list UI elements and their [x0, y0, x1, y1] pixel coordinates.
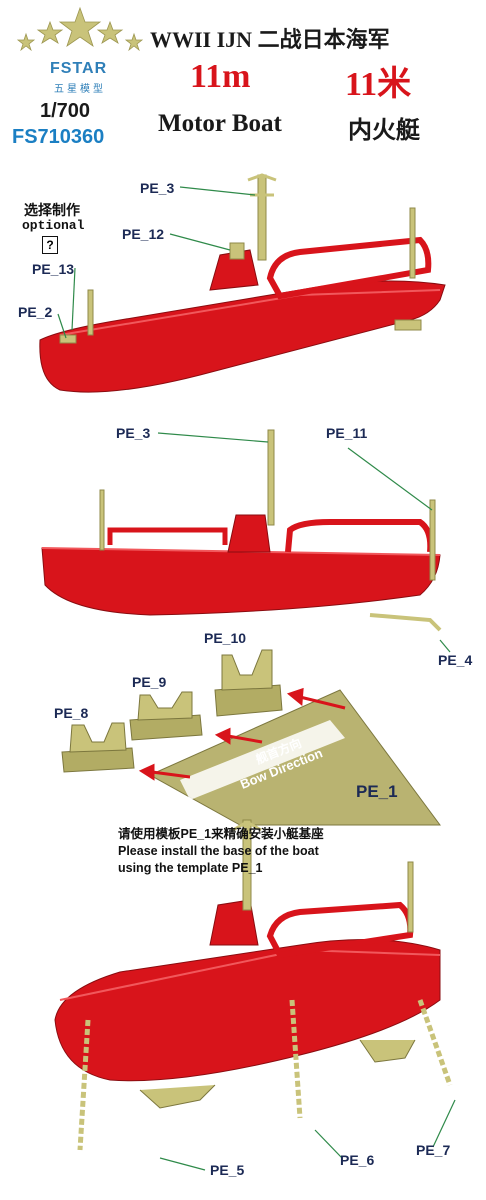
product-size-en: 11m	[190, 58, 251, 95]
label-pe4: PE_4	[438, 652, 473, 668]
optional-label-en: optional	[22, 218, 85, 233]
boat-2-hull	[41, 547, 441, 616]
product-scale: 1/700	[40, 100, 91, 122]
boat-1-leaders	[57, 186, 256, 339]
label-pe6: PE_6	[340, 1152, 375, 1168]
boat-2	[41, 429, 442, 632]
product-name-cn: 内火艇	[348, 118, 420, 144]
boat-2-canopy	[285, 519, 434, 553]
boat-2-leaders	[157, 432, 451, 653]
product-size-cn: 11米	[345, 66, 412, 103]
label-pe7: PE_7	[416, 1142, 451, 1158]
direction-arrows	[138, 687, 346, 781]
label-pe3-mid: PE_3	[116, 425, 151, 441]
install-instructions-en-1: Please install the base of the boat	[118, 844, 319, 858]
boat-1	[39, 173, 446, 393]
label-pe13: PE_13	[32, 261, 75, 277]
boat-3-leaders	[159, 1099, 456, 1171]
product-title: WWII IJN 二战日本海军	[150, 27, 390, 52]
install-instructions-en-2: using the template PE_1	[118, 861, 263, 875]
product-name-en: Motor Boat	[158, 110, 282, 137]
label-pe9: PE_9	[132, 674, 167, 690]
label-pe8: PE_8	[54, 705, 89, 721]
optional-mark-icon: ?	[42, 236, 58, 254]
label-pe1: PE_1	[356, 782, 398, 801]
label-pe11: PE_11	[326, 425, 368, 441]
label-pe3-top: PE_3	[140, 180, 175, 196]
brand-name-cn: 五星模型	[54, 84, 106, 95]
label-pe10: PE_10	[204, 630, 247, 646]
boat-1-mast	[257, 174, 267, 261]
boat-3-mast	[242, 819, 252, 911]
optional-label-cn: 选择制作	[24, 202, 80, 218]
base-pe9	[129, 691, 203, 741]
boat-3-hull	[54, 939, 441, 1082]
boat-2-cabin	[227, 514, 271, 553]
boat-1-canopy	[266, 236, 432, 300]
boat-3	[54, 819, 453, 1151]
template-pe1	[148, 689, 441, 826]
install-instructions-cn: 请使用模板PE_1来精确安装小艇基座	[118, 827, 324, 841]
label-pe2: PE_2	[18, 304, 53, 320]
brand-name: FSTAR	[50, 60, 108, 77]
product-code: FS710360	[12, 126, 105, 148]
base-pe8	[61, 722, 135, 773]
boat-1-cabin	[209, 249, 259, 291]
install-instructions: 请使用模板PE_1来精确安装小艇基座 Please install the ba…	[118, 826, 478, 877]
brand-stars-icon	[16, 6, 144, 52]
label-pe5: PE_5	[210, 1162, 245, 1178]
boat-2-mast	[267, 429, 275, 526]
base-pe10	[214, 649, 283, 717]
label-pe12: PE_12	[122, 226, 165, 242]
boat-1-hull	[39, 280, 446, 393]
